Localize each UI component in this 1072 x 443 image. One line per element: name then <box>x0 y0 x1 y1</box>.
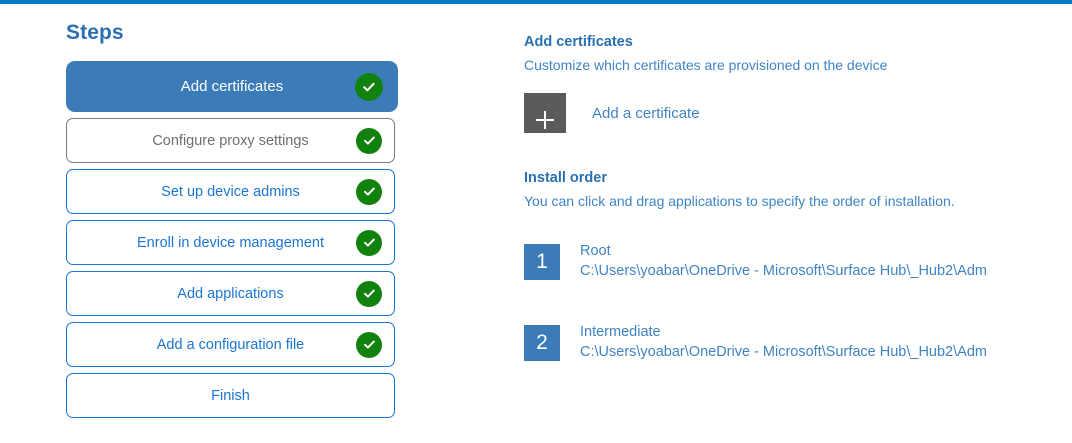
order-text: Intermediate C:\Users\yoabar\OneDrive - … <box>580 323 987 362</box>
step-button-add-a-configuration-file[interactable]: Add a configuration file <box>66 322 395 367</box>
step-label: Add applications <box>177 285 284 302</box>
install-order-heading: Install order <box>524 170 607 186</box>
top-accent-bar <box>0 0 1072 4</box>
check-circle-icon <box>356 331 382 358</box>
add-certificate-row[interactable]: Add a certificate <box>524 93 1072 133</box>
detail-heading: Add certificates <box>524 34 633 50</box>
plus-icon[interactable] <box>524 93 566 133</box>
step-label: Configure proxy settings <box>152 132 309 149</box>
step-button-enroll-in-device-management[interactable]: Enroll in device management <box>66 220 395 265</box>
order-item-name: Root <box>580 243 611 259</box>
order-item-path: C:\Users\yoabar\OneDrive - Microsoft\Sur… <box>580 263 987 279</box>
add-certificate-label[interactable]: Add a certificate <box>592 104 700 122</box>
step-label: Set up device admins <box>161 183 300 200</box>
detail-panel: Add certificates Customize which certifi… <box>524 4 1072 404</box>
install-order-subtitle: You can click and drag applications to s… <box>524 193 955 209</box>
order-item-path: C:\Users\yoabar\OneDrive - Microsoft\Sur… <box>580 344 987 360</box>
step-button-set-up-device-admins[interactable]: Set up device admins <box>66 169 395 214</box>
step-label: Enroll in device management <box>137 234 324 251</box>
check-circle-icon <box>356 178 382 205</box>
order-text: Root C:\Users\yoabar\OneDrive - Microsof… <box>580 242 987 281</box>
step-label: Finish <box>211 387 250 404</box>
check-circle-icon <box>356 127 382 154</box>
step-button-finish[interactable]: Finish <box>66 373 395 418</box>
install-order-list: 1 Root C:\Users\yoabar\OneDrive - Micros… <box>524 242 1072 362</box>
order-number-badge: 1 <box>524 244 560 280</box>
order-number-badge: 2 <box>524 325 560 361</box>
detail-subtitle: Customize which certificates are provisi… <box>524 57 888 73</box>
order-item-name: Intermediate <box>580 324 661 340</box>
check-circle-icon <box>355 72 383 101</box>
step-button-add-applications[interactable]: Add applications <box>66 271 395 316</box>
step-label: Add a configuration file <box>156 336 305 353</box>
step-button-add-certificates[interactable]: Add certificates <box>66 61 398 112</box>
wizard-page: Steps Add certificates Configure proxy s… <box>0 4 1072 443</box>
step-button-configure-proxy-settings[interactable]: Configure proxy settings <box>66 118 395 163</box>
steps-panel: Steps Add certificates Configure proxy s… <box>66 4 406 424</box>
check-circle-icon <box>356 280 382 307</box>
step-label: Add certificates <box>180 77 284 95</box>
steps-heading: Steps <box>66 21 124 44</box>
steps-list: Add certificates Configure proxy setting… <box>66 61 406 418</box>
install-order-item[interactable]: 2 Intermediate C:\Users\yoabar\OneDrive … <box>524 323 1072 362</box>
check-circle-icon <box>356 229 382 256</box>
install-order-item[interactable]: 1 Root C:\Users\yoabar\OneDrive - Micros… <box>524 242 1072 281</box>
